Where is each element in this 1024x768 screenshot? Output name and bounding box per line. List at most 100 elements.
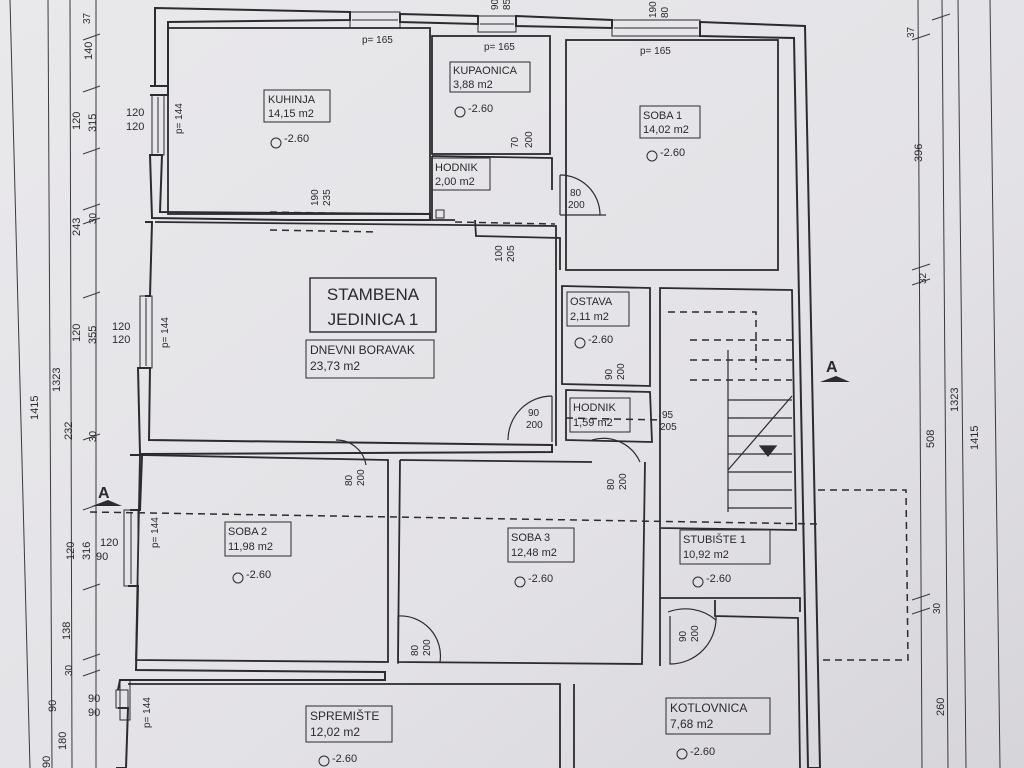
svg-text:12,48 m2: 12,48 m2 bbox=[511, 547, 557, 559]
svg-text:2,11 m2: 2,11 m2 bbox=[570, 311, 609, 323]
section-mark-right-label: A bbox=[826, 359, 838, 376]
svg-text:p= 144: p= 144 bbox=[174, 103, 185, 134]
svg-text:120: 120 bbox=[65, 542, 77, 560]
svg-text:11,98 m2: 11,98 m2 bbox=[228, 541, 273, 553]
section-mark-left: A bbox=[92, 485, 122, 506]
svg-text:190: 190 bbox=[648, 1, 659, 18]
section-mark-left-label: A bbox=[98, 485, 110, 502]
svg-text:30: 30 bbox=[88, 430, 99, 442]
room-soba1: SOBA 1 14,02 m2 -2.60 bbox=[639, 105, 701, 162]
svg-text:p= 144: p= 144 bbox=[150, 517, 161, 548]
room-soba2: SOBA 2 11,98 m2 -2.60 bbox=[224, 521, 292, 584]
svg-text:-2.60: -2.60 bbox=[284, 133, 309, 145]
svg-text:p= 144: p= 144 bbox=[142, 697, 153, 728]
svg-text:1323: 1323 bbox=[51, 368, 63, 392]
svg-text:90: 90 bbox=[41, 756, 53, 768]
svg-text:32: 32 bbox=[918, 272, 929, 284]
svg-text:HODNIK: HODNIK bbox=[435, 162, 478, 174]
svg-text:80: 80 bbox=[410, 644, 421, 656]
svg-text:-2.60: -2.60 bbox=[528, 573, 553, 585]
svg-text:180: 180 bbox=[57, 732, 69, 750]
svg-text:120: 120 bbox=[100, 537, 118, 549]
svg-text:200: 200 bbox=[524, 131, 535, 148]
svg-text:SPREMIŠTE: SPREMIŠTE bbox=[310, 708, 379, 723]
room-spremiste: SPREMIŠTE 12,02 m2 -2.60 bbox=[305, 705, 393, 767]
svg-text:14,15 m2: 14,15 m2 bbox=[268, 108, 314, 120]
svg-text:90: 90 bbox=[604, 368, 615, 380]
svg-text:1415: 1415 bbox=[969, 426, 981, 450]
svg-text:-2.60: -2.60 bbox=[588, 334, 613, 346]
svg-text:508: 508 bbox=[925, 430, 937, 448]
svg-text:80: 80 bbox=[606, 478, 617, 490]
svg-text:KUHINJA: KUHINJA bbox=[268, 94, 316, 106]
svg-text:200: 200 bbox=[690, 625, 701, 642]
svg-text:190: 190 bbox=[310, 189, 321, 206]
room-kuhinja: KUHINJA 14,15 m2 -2.60 bbox=[263, 89, 331, 149]
svg-text:7,68 m2: 7,68 m2 bbox=[670, 717, 714, 731]
svg-text:30: 30 bbox=[64, 664, 75, 676]
svg-text:243: 243 bbox=[71, 218, 83, 236]
interior-walls bbox=[128, 27, 801, 768]
svg-text:2,00 m2: 2,00 m2 bbox=[435, 176, 475, 188]
svg-text:80: 80 bbox=[570, 188, 582, 199]
svg-text:30: 30 bbox=[932, 602, 943, 614]
svg-text:-2.60: -2.60 bbox=[332, 753, 357, 765]
room-ostava: OSTAVA 2,11 m2 -2.60 bbox=[566, 291, 630, 349]
room-dnevni-boravak: DNEVNI BORAVAK 23,73 m2 bbox=[305, 339, 435, 379]
svg-text:355: 355 bbox=[87, 326, 99, 344]
svg-text:80: 80 bbox=[344, 474, 355, 486]
svg-text:80: 80 bbox=[660, 6, 671, 18]
svg-text:1323: 1323 bbox=[949, 388, 961, 412]
svg-text:3,88 m2: 3,88 m2 bbox=[453, 79, 493, 91]
svg-text:KOTLOVNICA: KOTLOVNICA bbox=[670, 701, 747, 715]
unit-title-line1: STAMBENA bbox=[327, 285, 420, 304]
svg-text:200: 200 bbox=[356, 469, 367, 486]
svg-text:120: 120 bbox=[126, 107, 144, 119]
svg-text:85: 85 bbox=[502, 0, 513, 10]
unit-title-box: STAMBENA JEDINICA 1 bbox=[309, 277, 437, 333]
svg-text:90: 90 bbox=[88, 707, 100, 719]
svg-text:120: 120 bbox=[112, 334, 130, 346]
svg-text:232: 232 bbox=[63, 422, 75, 440]
svg-text:200: 200 bbox=[526, 420, 543, 431]
svg-text:200: 200 bbox=[422, 639, 433, 656]
room-hodnik1: HODNIK 2,00 m2 bbox=[431, 157, 491, 219]
svg-text:14,02 m2: 14,02 m2 bbox=[643, 124, 689, 136]
svg-text:10,92 m2: 10,92 m2 bbox=[683, 549, 729, 561]
svg-text:200: 200 bbox=[568, 200, 585, 211]
svg-text:95: 95 bbox=[662, 410, 674, 421]
left-dimension-labels: 1415 1323 37 140 120 315 243 30 120 355 … bbox=[29, 12, 99, 768]
svg-text:-2.60: -2.60 bbox=[468, 103, 493, 115]
svg-text:p= 165: p= 165 bbox=[484, 42, 515, 53]
svg-text:90: 90 bbox=[678, 630, 689, 642]
windows bbox=[115, 11, 701, 721]
dashed-lines bbox=[89, 211, 909, 661]
svg-text:260: 260 bbox=[935, 698, 947, 716]
svg-text:90: 90 bbox=[490, 0, 501, 10]
svg-text:120: 120 bbox=[126, 121, 144, 133]
svg-text:DNEVNI BORAVAK: DNEVNI BORAVAK bbox=[310, 343, 415, 357]
left-dimension-lines bbox=[9, 0, 101, 768]
svg-text:396: 396 bbox=[913, 144, 925, 162]
right-dimension-labels: 1415 1323 37 396 32 508 30 260 bbox=[906, 26, 981, 716]
svg-text:23,73 m2: 23,73 m2 bbox=[310, 359, 360, 373]
svg-text:200: 200 bbox=[618, 473, 629, 490]
svg-text:205: 205 bbox=[506, 245, 517, 262]
svg-text:30: 30 bbox=[88, 212, 99, 224]
svg-text:SOBA 2: SOBA 2 bbox=[228, 526, 267, 538]
svg-text:120: 120 bbox=[112, 321, 130, 333]
svg-text:1415: 1415 bbox=[29, 396, 41, 420]
svg-text:37: 37 bbox=[906, 26, 917, 38]
svg-text:140: 140 bbox=[83, 42, 95, 60]
svg-text:205: 205 bbox=[660, 422, 677, 433]
svg-text:-2.60: -2.60 bbox=[706, 573, 731, 585]
svg-text:90: 90 bbox=[528, 408, 540, 419]
svg-text:316: 316 bbox=[81, 542, 93, 560]
window-labels: p= 165 p= 165 p= 165 p= 144 p= 144 p= 14… bbox=[88, 0, 671, 728]
room-stubiste: STUBIŠTE 1 10,92 m2 -2.60 bbox=[679, 529, 771, 588]
doors bbox=[335, 174, 717, 665]
svg-text:p= 165: p= 165 bbox=[640, 46, 671, 57]
svg-text:200: 200 bbox=[616, 363, 627, 380]
svg-text:138: 138 bbox=[61, 622, 73, 640]
